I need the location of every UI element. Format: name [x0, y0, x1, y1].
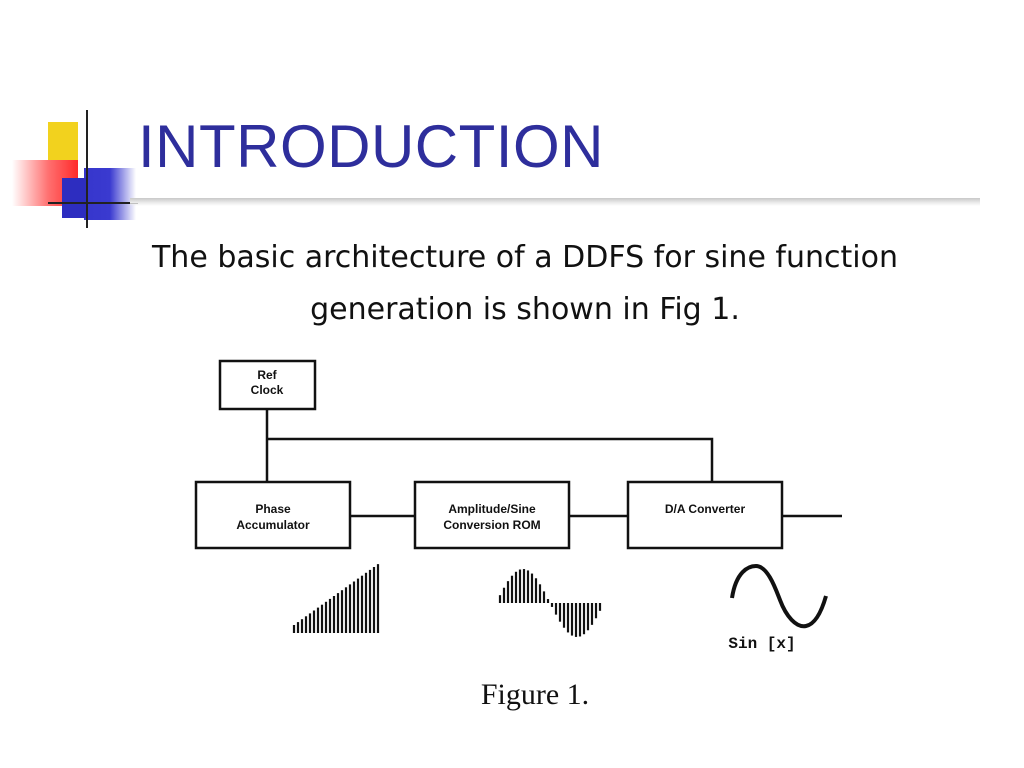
deco-blue-block — [62, 178, 88, 218]
sine-label: Sin [x] — [728, 635, 795, 653]
phase-acc-label-2: Accumulator — [236, 518, 310, 532]
deco-blue-square — [84, 168, 136, 220]
clock-line — [265, 409, 714, 482]
title-underline — [130, 198, 980, 206]
rom-label-1: Amplitude/Sine — [448, 502, 536, 516]
figure-caption: Figure 1. — [480, 678, 590, 711]
slide-title: INTRODUCTION — [138, 113, 604, 180]
slide-body-text: The basic architecture of a DDFS for sin… — [90, 232, 960, 336]
sine-wave — [730, 563, 828, 629]
rom-label-2: Conversion ROM — [443, 518, 540, 532]
deco-vertical-line — [86, 110, 88, 228]
body-line-1: The basic architecture of a DDFS for sin… — [151, 240, 898, 275]
ref-clock-label-2: Clock — [251, 383, 284, 397]
dac-label: D/A Converter — [665, 502, 746, 516]
ramp-waveform — [292, 564, 380, 633]
deco-horizontal-line — [48, 202, 138, 204]
sampled-sine-waveform — [498, 569, 602, 637]
phase-acc-label-1: Phase — [255, 502, 291, 516]
body-line-2: generation is shown in Fig 1. — [310, 292, 740, 327]
ref-clock-label-1: Ref — [257, 368, 277, 382]
